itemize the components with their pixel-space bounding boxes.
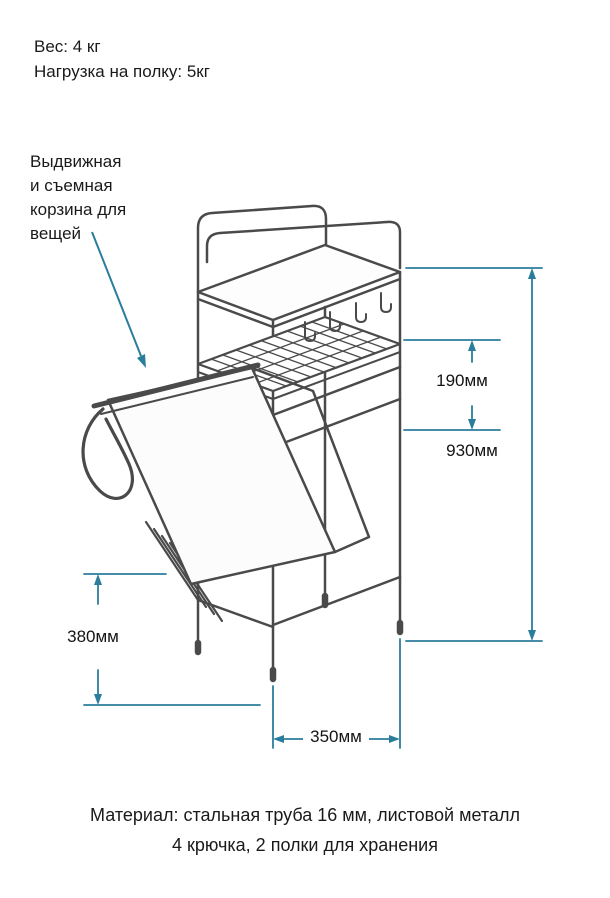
features-spec: 4 крючка, 2 полки для хранения [172,835,438,855]
dimension-total-height [405,267,543,642]
top-shelf [196,243,402,322]
shelf-load-spec: Нагрузка на полку: 5кг [34,62,210,81]
basket [81,362,371,623]
dimension-label-total-height: 930мм [446,441,498,460]
material-spec: Материал: стальная труба 16 мм, листовой… [90,805,520,825]
basket-depth-edges [250,366,371,554]
basket-rim-inner [100,376,254,415]
basket-rim [91,362,261,409]
dimension-label-shelf-gap: 190мм [436,371,488,390]
annotation-pointer-arrow [91,231,146,368]
feet [194,592,404,683]
weight-and-load-specs: Вес: 4 кг Нагрузка на полку: 5кг [34,34,210,84]
dimension-label-basket-height: 380мм [67,627,119,646]
handle-rail-front [205,220,402,270]
dimension-shelf-gap [403,339,501,431]
dimension-lines [83,267,543,749]
basket-handle-loop [81,407,135,500]
weight-spec: Вес: 4 кг [34,37,101,56]
handle-rail-back [196,204,328,294]
basket-annotation: Выдвижная и съемная корзина для вещей [30,152,127,243]
dimension-label-width: 350мм [303,727,369,747]
dimension-basket-height [83,573,261,706]
hooks [304,292,392,342]
basket-panel [106,366,337,586]
